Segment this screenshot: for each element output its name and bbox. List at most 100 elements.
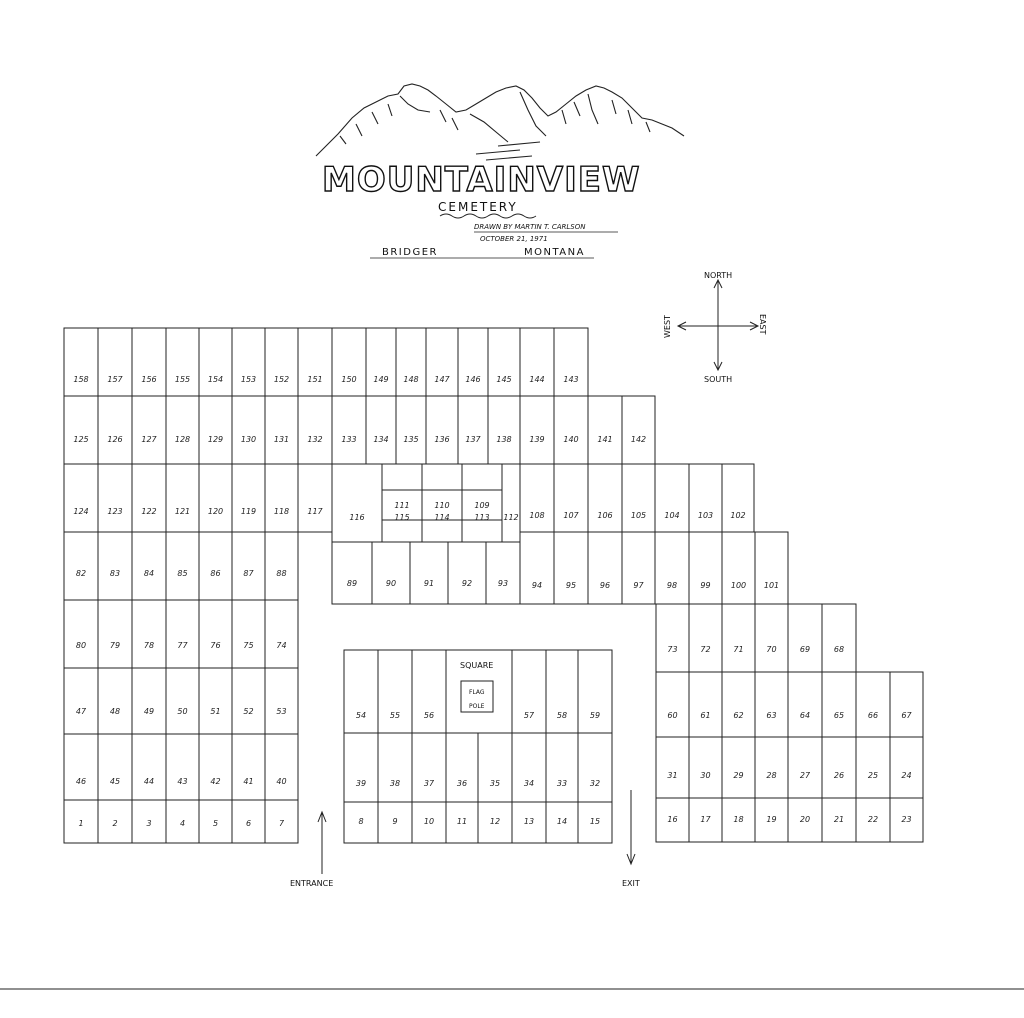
lot-number: 64 — [800, 711, 810, 720]
lot-cell — [821, 736, 857, 799]
lot-cell — [457, 395, 489, 465]
lot-cell — [457, 327, 489, 397]
lot-cell — [654, 463, 690, 533]
lot-number: 109 — [474, 501, 489, 510]
lot-number: 78 — [144, 641, 154, 650]
lot-cell — [411, 732, 447, 803]
lot-number: 130 — [241, 435, 256, 444]
lot-cell — [655, 736, 690, 799]
lot-number: 1 — [78, 819, 83, 828]
lot-cell — [97, 327, 133, 397]
lot-cell — [519, 327, 555, 397]
lot-cell — [621, 463, 656, 533]
lot-cell — [231, 531, 266, 601]
lot-number: 75 — [243, 641, 253, 650]
lot-number: 12 — [490, 817, 500, 826]
lot-cell — [343, 649, 379, 734]
lot-cell — [889, 797, 924, 843]
lot-number: 18 — [733, 815, 743, 824]
lot-number: 99 — [700, 581, 710, 590]
lot-number: 103 — [698, 511, 713, 520]
lot-number: 79 — [110, 641, 120, 650]
flag-pole-label-line2: POLE — [469, 703, 485, 710]
lot-number: 39 — [356, 779, 366, 788]
lot-cell — [198, 667, 233, 735]
lot-number: 136 — [434, 435, 449, 444]
lot-number: 118 — [274, 507, 289, 516]
lot-number: 34 — [524, 779, 534, 788]
lot-cell — [231, 395, 266, 465]
lot-number: 11 — [457, 817, 467, 826]
lot-number: 120 — [208, 507, 223, 516]
compass-south-label: SOUTH — [704, 375, 732, 384]
lot-cell — [97, 733, 133, 801]
lot-cell — [377, 732, 413, 803]
lot-number: 69 — [800, 645, 810, 654]
lot-number: 113 — [474, 513, 489, 522]
lot-number: 20 — [800, 815, 810, 824]
lot-cell — [198, 531, 233, 601]
lot-number: 86 — [210, 569, 220, 578]
lot-number: 56 — [424, 711, 434, 720]
lot-number: 110 — [434, 501, 449, 510]
lot-cell — [365, 395, 397, 465]
lot-cell — [519, 531, 555, 605]
lot-cell — [97, 395, 133, 465]
lot-cell — [754, 531, 789, 605]
lot-number: 90 — [386, 579, 396, 588]
lot-number: 143 — [563, 375, 578, 384]
lot-cell — [787, 671, 823, 738]
lot-number: 57 — [524, 711, 535, 720]
lot-number: 27 — [800, 771, 811, 780]
lot-number: 19 — [766, 815, 776, 824]
lot-cell — [654, 531, 690, 605]
lot-number: 93 — [498, 579, 508, 588]
lot-number: 30 — [700, 771, 710, 780]
lot-number: 123 — [107, 507, 122, 516]
lot-cell — [754, 603, 789, 673]
lot-cell — [63, 395, 99, 465]
lot-number: 62 — [733, 711, 743, 720]
lot-cell — [131, 667, 167, 735]
lot-number: 26 — [834, 771, 844, 780]
lot-cell — [97, 599, 133, 669]
lot-cell — [855, 736, 891, 799]
lot-cell — [395, 395, 427, 465]
lot-cell — [889, 671, 924, 738]
lot-cell — [365, 327, 397, 397]
lot-number: 82 — [76, 569, 86, 578]
lot-number: 32 — [590, 779, 600, 788]
mountain-illustration — [315, 83, 685, 161]
lot-number: 137 — [465, 435, 481, 444]
bottom-border-line — [0, 988, 1024, 990]
lot-cell — [198, 463, 233, 533]
lot-number: 83 — [110, 569, 120, 578]
lot-cell — [131, 599, 167, 669]
lot-cell — [409, 541, 449, 605]
lot-number: 147 — [434, 375, 450, 384]
lot-cell — [688, 736, 723, 799]
lot-number: 49 — [144, 707, 154, 716]
lot-cell — [198, 733, 233, 801]
lot-cell — [485, 541, 521, 605]
lot-number: 35 — [490, 779, 500, 788]
lot-number: 61 — [700, 711, 710, 720]
lot-number: 48 — [110, 707, 120, 716]
lot-cell — [577, 801, 613, 844]
lot-cell — [889, 736, 924, 799]
lot-cell — [231, 733, 266, 801]
lot-number: 4 — [180, 819, 185, 828]
lot-number: 53 — [276, 707, 286, 716]
lot-cell — [461, 489, 503, 521]
lot-cell — [621, 531, 656, 605]
lot-cell — [63, 667, 99, 735]
lot-cell — [545, 732, 579, 803]
location-underline — [474, 231, 618, 233]
lot-number: 38 — [390, 779, 400, 788]
lot-number: 7 — [279, 819, 285, 828]
lot-number: 134 — [373, 435, 388, 444]
lot-number: 66 — [868, 711, 878, 720]
lot-number: 36 — [457, 779, 467, 788]
lot-number: 149 — [373, 375, 388, 384]
